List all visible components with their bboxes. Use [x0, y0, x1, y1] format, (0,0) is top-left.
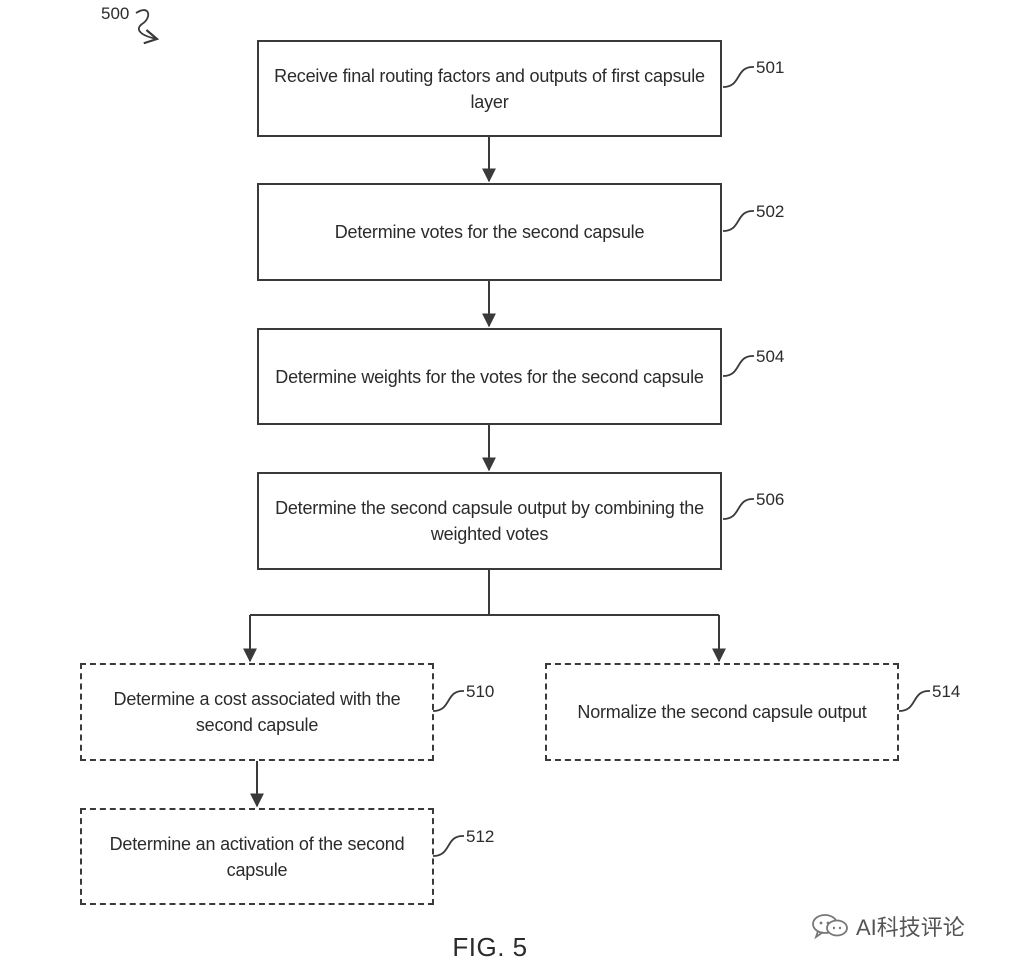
ref-leader-502 [722, 210, 755, 232]
step-504-text: Determine weights for the votes for the … [275, 366, 704, 387]
step-506-box: Determine the second capsule output by c… [257, 472, 722, 570]
diagram-number-leader [135, 9, 160, 45]
diagram-number: 500 [101, 4, 130, 23]
step-506-text: Determine the second capsule output by c… [275, 498, 704, 544]
step-501-text: Receive final routing factors and output… [274, 65, 705, 112]
ref-leader-510 [432, 690, 465, 712]
step-502-box: Determine votes for the second capsule [257, 183, 722, 281]
step-501-box: Receive final routing factors and output… [257, 40, 722, 137]
step-506-ref: 506 [756, 490, 785, 509]
chat-bubbles-icon [812, 914, 848, 940]
step-514-text: Normalize the second capsule output [577, 702, 867, 722]
step-512-text: Determine an activation of the second ca… [109, 833, 405, 880]
figure-label: FIG. 5 [452, 932, 528, 962]
step-514-box: Normalize the second capsule output [545, 663, 899, 761]
step-514-ref: 514 [932, 682, 961, 701]
watermark-text: AI科技评论 [856, 915, 965, 940]
step-502-ref: 502 [756, 202, 785, 221]
step-501-ref: 501 [756, 58, 785, 77]
step-512-ref: 512 [466, 827, 495, 846]
watermark: AI科技评论 [810, 910, 965, 942]
step-510-text: Determine a cost associated with the sec… [113, 689, 401, 735]
ref-leader-506 [722, 498, 755, 520]
step-504-box: Determine weights for the votes for the … [257, 328, 722, 425]
step-504-ref: 504 [756, 347, 785, 366]
ref-leader-514 [898, 690, 931, 712]
step-502-text: Determine votes for the second capsule [334, 222, 645, 242]
step-510-ref: 510 [466, 682, 495, 701]
ref-leader-512 [432, 835, 465, 857]
ref-leader-504 [722, 355, 755, 377]
ref-leader-501 [722, 66, 755, 88]
step-510-box: Determine a cost associated with the sec… [80, 663, 434, 761]
step-512-box: Determine an activation of the second ca… [80, 808, 434, 905]
